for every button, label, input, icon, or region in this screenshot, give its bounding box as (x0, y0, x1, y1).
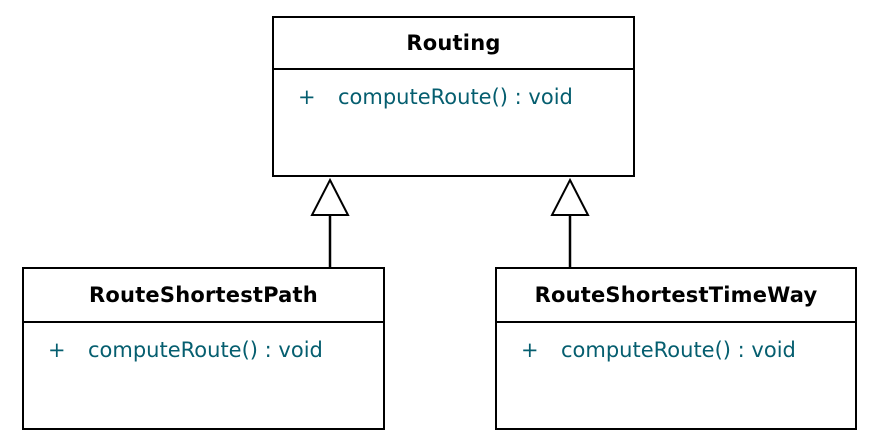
member-visibility: + (48, 338, 66, 362)
class-name: Routing (274, 18, 633, 70)
class-members-compartment: + computeRoute() : void (24, 323, 383, 362)
member-visibility: + (298, 85, 316, 109)
member-signature: computeRoute() : void (338, 85, 573, 109)
member-signature: computeRoute() : void (561, 338, 796, 362)
generalization-connector-routeshortestpath (310, 177, 350, 268)
inheritance-triangle-icon (550, 177, 590, 216)
class-name: RouteShortestTimeWay (497, 269, 855, 323)
class-name: RouteShortestPath (24, 269, 383, 323)
inheritance-triangle-icon (310, 177, 350, 216)
class-members-compartment: + computeRoute() : void (274, 70, 633, 109)
class-box-routeshortesttimeway: RouteShortestTimeWay + computeRoute() : … (495, 267, 857, 430)
class-members-compartment: + computeRoute() : void (497, 323, 855, 362)
class-box-routeshortestpath: RouteShortestPath + computeRoute() : voi… (22, 267, 385, 430)
member-signature: computeRoute() : void (88, 338, 323, 362)
member-visibility: + (521, 338, 539, 362)
generalization-connector-routeshortesttimeway (550, 177, 590, 268)
class-box-routing: Routing + computeRoute() : void (272, 16, 635, 177)
